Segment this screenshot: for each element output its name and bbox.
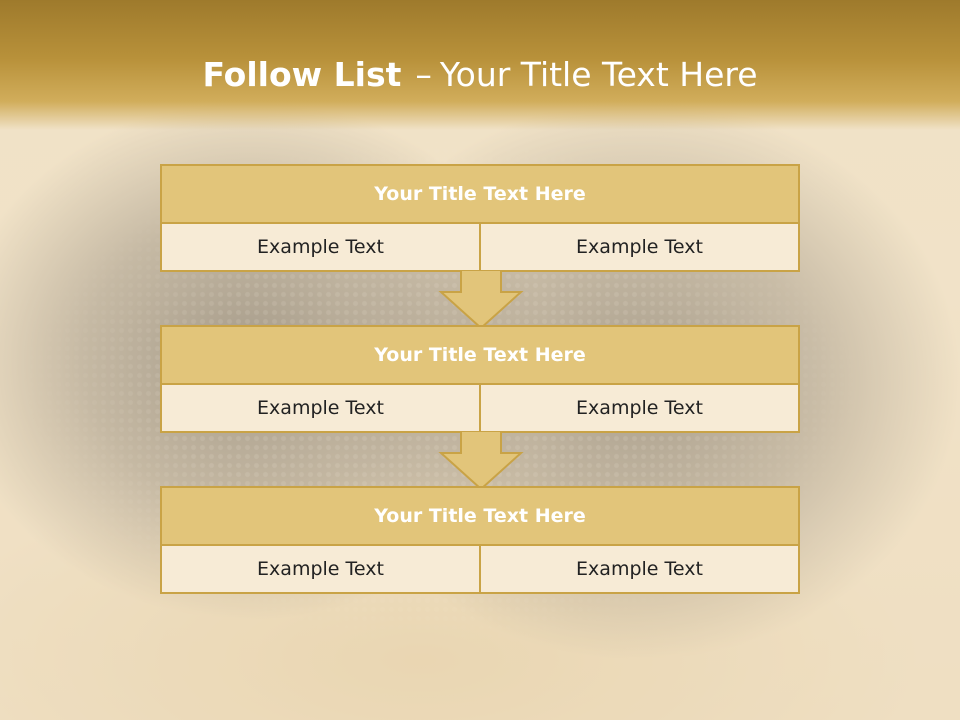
list-block-1[interactable]: Your Title Text Here Example Text Exampl… [160, 164, 800, 272]
slide-title-bold: Follow List [202, 55, 402, 94]
block-title[interactable]: Your Title Text Here [162, 166, 798, 224]
block-title[interactable]: Your Title Text Here [162, 488, 798, 546]
block-row: Example Text Example Text [162, 224, 798, 270]
list-block-3[interactable]: Your Title Text Here Example Text Exampl… [160, 486, 800, 594]
block-cell-right[interactable]: Example Text [481, 546, 798, 592]
slide-title-text: Your Title Text Here [439, 55, 758, 94]
block-row: Example Text Example Text [162, 385, 798, 431]
list-block-2[interactable]: Your Title Text Here Example Text Exampl… [160, 325, 800, 433]
down-arrow-icon [438, 270, 524, 330]
slide-title[interactable]: Follow List–Your Title Text Here [0, 54, 960, 96]
block-cell-left[interactable]: Example Text [162, 546, 481, 592]
block-cell-right[interactable]: Example Text [481, 385, 798, 431]
down-arrow-icon [438, 431, 524, 491]
slide-title-separator: – [415, 55, 432, 94]
block-title[interactable]: Your Title Text Here [162, 327, 798, 385]
block-cell-left[interactable]: Example Text [162, 224, 481, 270]
block-cell-left[interactable]: Example Text [162, 385, 481, 431]
block-row: Example Text Example Text [162, 546, 798, 592]
block-cell-right[interactable]: Example Text [481, 224, 798, 270]
title-bar [0, 0, 960, 130]
